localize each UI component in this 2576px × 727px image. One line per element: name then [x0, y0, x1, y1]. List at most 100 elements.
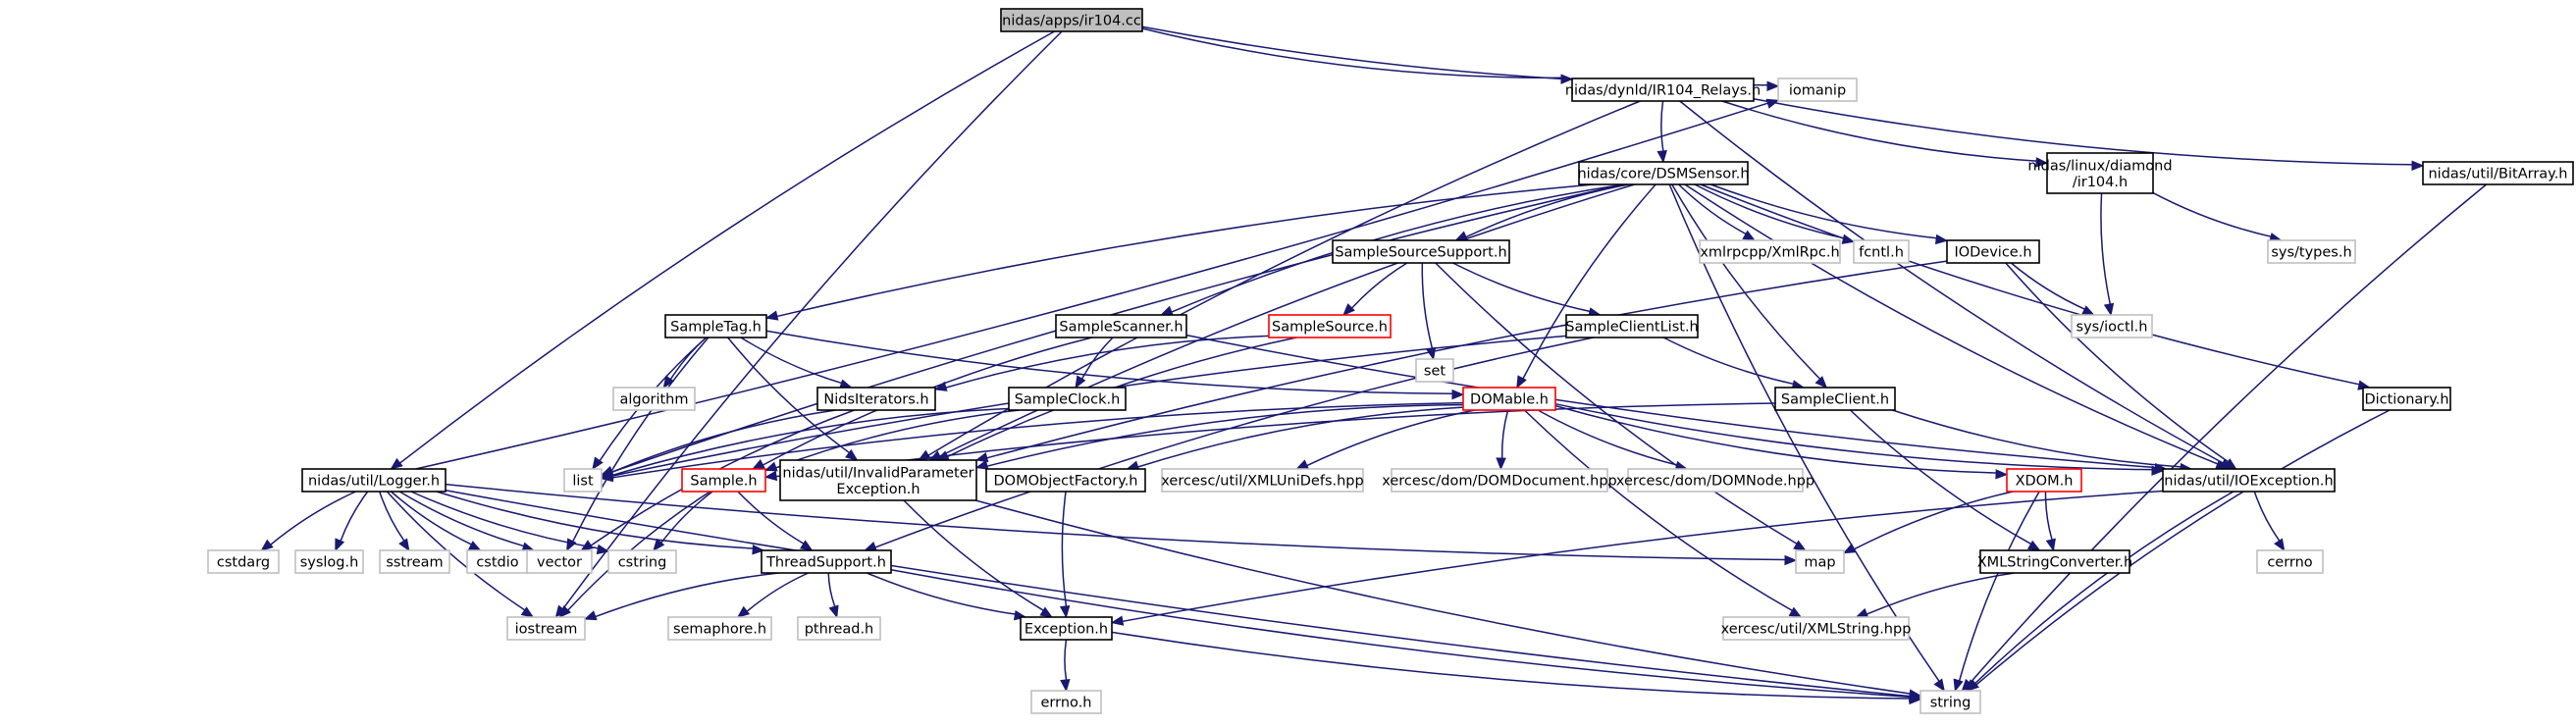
node-ir104_relays[interactable]: nidas/dynld/IR104_Relays.h [1565, 78, 1761, 102]
arrowhead-xdom-to-xmlstringconverter [2045, 538, 2056, 552]
edge-xdom-to-map [1853, 491, 2014, 550]
node-sampletag[interactable]: SampleTag.h [664, 314, 767, 338]
edge-dsmsensor-to-sampletag [776, 183, 1594, 318]
edge-ioexception-to-exception [1122, 490, 2164, 623]
node-box-xmlunidefs [1161, 468, 1364, 493]
arrowhead-xmlstringconverter-to-xmlstring [1855, 607, 1869, 618]
edge-dsmsensor-to-domable [1522, 183, 1656, 380]
edge-logger-to-vector [398, 491, 524, 547]
edge-dsmsensor-to-sampleclient [1671, 183, 1821, 380]
node-exception[interactable]: Exception.h [1020, 616, 1113, 641]
edge-dsmsensor-to-list [611, 183, 1624, 473]
edge-sample-to-iostream [567, 491, 711, 611]
node-box-list [563, 468, 603, 493]
edge-logger-to-cstdio [390, 491, 472, 545]
node-box-xmlstringconverter [1979, 549, 2130, 574]
node-box-sstream [379, 549, 450, 574]
arrowhead-ir104_relays-to-dsmsensor [1656, 150, 1667, 164]
edge-samplescanner-to-ioexception [1185, 334, 2156, 469]
node-domdocument: xercesc/dom/DOMDocument.hpp [1382, 468, 1617, 493]
node-label-xmlunidefs: xercesc/util/XMLUniDefs.hpp [1161, 474, 1363, 490]
node-samplesource[interactable]: SampleSource.h [1268, 314, 1392, 338]
node-label-domnode: xercesc/dom/DOMNode.hpp [1616, 474, 1814, 490]
arrowhead-iodevice-to-ioexception [2224, 458, 2237, 470]
edge-dsmsensor-to-fcntl [1694, 183, 1844, 239]
node-box-ir104_relays [1571, 78, 1755, 102]
arrowhead-threadsupport-to-pthread [828, 604, 839, 619]
node-box-cstring [607, 549, 677, 574]
node-cerrno: cerrno [2256, 549, 2324, 574]
edge-ioexception-to-string [1973, 491, 2234, 685]
node-label-iomanip: iomanip [1789, 83, 1846, 99]
arrowhead-samplescanner-to-sampleclock [1075, 375, 1086, 389]
node-iodevice[interactable]: IODevice.h [1946, 239, 2040, 264]
node-label-nidsiterators: NidsIterators.h [823, 392, 928, 408]
edge-sampleclock-to-list [611, 407, 1010, 477]
node-box-domable [1462, 387, 1556, 411]
edge-threadsupport-to-exception [867, 572, 1016, 615]
edge-sampleclock-to-sample [775, 409, 1021, 469]
node-bitarray[interactable]: nidas/util/BitArray.h [2422, 161, 2574, 185]
node-box-domdocument [1391, 468, 1608, 493]
arrowhead-threadsupport-to-iostream [583, 610, 598, 621]
node-nidsiterators[interactable]: NidsIterators.h [816, 387, 936, 411]
node-xmlstringconverter[interactable]: XMLStringConverter.h [1977, 549, 2132, 574]
edge-dsmsensor-to-iodevice [1710, 183, 1937, 239]
node-box-dsmsensor [1578, 161, 1749, 185]
arrowhead-dsmsensor-to-sampletag [764, 310, 779, 321]
node-dictionary[interactable]: Dictionary.h [2362, 387, 2451, 411]
arrowhead-invalidparam-to-exception [1039, 606, 1054, 618]
node-linux_ir104[interactable]: nidas/linux/diamond/ir104.h [2027, 152, 2173, 194]
arrowhead-dsmsensor-to-string [1933, 678, 1946, 693]
node-threadsupport[interactable]: ThreadSupport.h [761, 549, 892, 574]
arrowhead-sampletag-to-domable [1451, 389, 1465, 400]
edge-sampletag-to-domable [765, 330, 1453, 394]
node-box-semaphore [667, 616, 772, 641]
node-label-ioexception: nidas/util/IOException.h [2164, 474, 2333, 490]
node-xmlstring: xercesc/util/XMLString.hpp [1721, 616, 1911, 641]
node-syslog: syslog.h [294, 549, 364, 574]
arrowhead-sampleclient-to-xmlstringconverter [2026, 540, 2041, 551]
arrowhead-samplescanner-to-sample [751, 458, 765, 470]
node-samplescanner[interactable]: SampleScanner.h [1055, 314, 1187, 338]
node-domable[interactable]: DOMable.h [1462, 387, 1556, 411]
node-sampleclientlist[interactable]: SampleClientList.h [1565, 314, 1699, 338]
arrowhead-logger-to-cstring [596, 544, 610, 555]
arrowhead-domable-to-xmlunidefs [1295, 459, 1309, 470]
node-ioexception[interactable]: nidas/util/IOException.h [2162, 468, 2336, 493]
arrowhead-dsmsensor-to-xmlrpc [1742, 230, 1757, 241]
node-label-ir104_relays: nidas/dynld/IR104_Relays.h [1565, 83, 1761, 99]
node-box-systypes [2267, 239, 2356, 264]
node-samplesourcesupport[interactable]: SampleSourceSupport.h [1332, 239, 1510, 264]
edge-ir104_cc-to-ir104_relays [1141, 27, 1562, 79]
edge-sample-to-threadsupport [737, 491, 805, 545]
node-label-systypes: sys/types.h [2271, 245, 2351, 261]
node-label-sampleclientlist: SampleClientList.h [1565, 320, 1699, 336]
node-label-samplesourcesupport: SampleSourceSupport.h [1335, 245, 1506, 261]
node-label-pthread: pthread.h [805, 622, 874, 638]
edge-ir104_cc-to-iostream [562, 30, 1063, 610]
node-sample[interactable]: Sample.h [681, 468, 766, 493]
node-logger[interactable]: nidas/util/Logger.h [301, 468, 447, 493]
node-ir104_cc[interactable]: nidas/apps/ir104.cc [1000, 8, 1143, 32]
node-sampleclient[interactable]: SampleClient.h [1774, 387, 1896, 411]
node-dsmsensor[interactable]: nidas/core/DSMSensor.h [1577, 161, 1750, 185]
node-box-threadsupport [761, 549, 892, 574]
node-sampleclock[interactable]: SampleClock.h [1008, 387, 1127, 411]
arrowhead-domable-to-xdom [1995, 469, 2009, 480]
node-box-syslog [294, 549, 364, 574]
edge-logger-to-cstdarg [270, 491, 356, 545]
node-box-iomanip [1777, 78, 1858, 102]
node-label-samplesource: SampleSource.h [1272, 320, 1388, 336]
node-xdom[interactable]: XDOM.h [2006, 468, 2082, 493]
node-box-samplesource [1268, 314, 1392, 338]
arrowhead-domable-to-ioexception [2151, 465, 2165, 476]
edge-domobjectfactory-to-exception [1061, 491, 1068, 607]
arrowhead-logger-to-map [1784, 554, 1798, 566]
node-label-errno: errno.h [1041, 696, 1092, 711]
node-domobjectfactory[interactable]: DOMObjectFactory.h [985, 468, 1146, 493]
edge-sampletag-to-algorithm [669, 337, 708, 381]
arrowhead-iodevice-to-invalidparam [974, 451, 989, 463]
node-xmlunidefs: xercesc/util/XMLUniDefs.hpp [1161, 468, 1364, 493]
